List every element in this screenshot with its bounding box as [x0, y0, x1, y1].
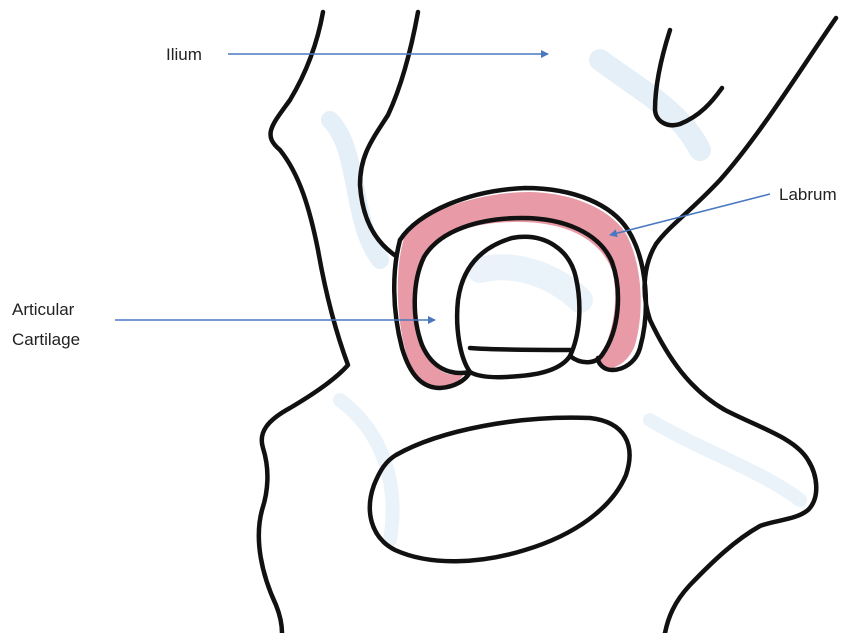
bone-outline	[259, 12, 836, 633]
ilium-label: Ilium	[166, 45, 202, 64]
acetabulum	[394, 188, 646, 388]
labrum-label: Labrum	[779, 185, 837, 204]
labrum-arrow	[610, 194, 770, 235]
annotation-arrows	[115, 54, 770, 320]
labrum-shading	[398, 192, 641, 388]
articular-cartilage-label-line2: Cartilage	[12, 330, 80, 349]
labels: Ilium Labrum Articular Cartilage	[12, 45, 837, 349]
articular-cartilage-label-line1: Articular	[12, 300, 75, 319]
